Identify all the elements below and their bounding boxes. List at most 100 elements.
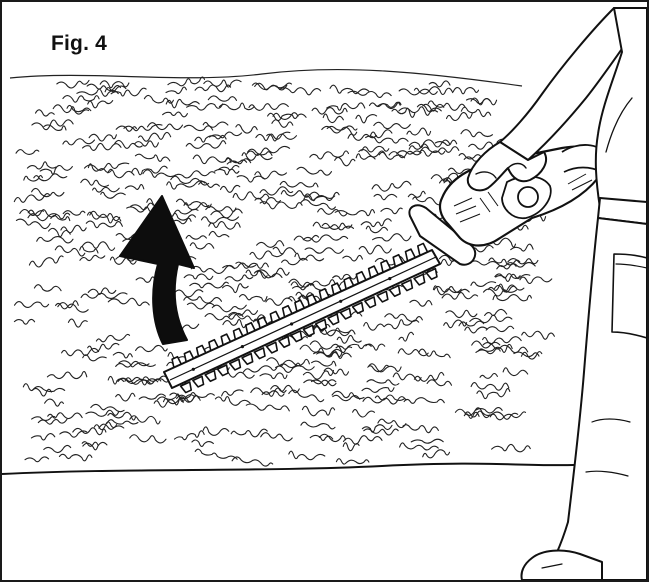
foliage-squiggle	[242, 365, 278, 373]
foliage-squiggle	[302, 369, 335, 380]
foliage-squiggle	[363, 428, 399, 436]
foliage-squiggle	[311, 279, 352, 287]
operator-hand	[466, 141, 548, 192]
foliage-squiggle	[408, 143, 430, 150]
foliage-squiggle	[58, 453, 93, 462]
foliage-squiggle	[398, 106, 439, 116]
foliage-squiggle	[62, 138, 96, 146]
foliage-squiggle	[373, 193, 398, 201]
foliage-squiggle	[323, 367, 350, 376]
curved-up-arrow-icon	[119, 195, 195, 345]
foliage-squiggle	[218, 102, 255, 111]
foliage-squiggle	[143, 94, 174, 104]
foliage-squiggle	[482, 288, 518, 297]
foliage-squiggle	[167, 76, 206, 87]
foliage-squiggle	[358, 149, 387, 158]
blade-tooth-lower	[192, 375, 205, 388]
foliage-squiggle	[81, 441, 99, 447]
foliage-squiggle	[115, 360, 150, 368]
foliage-squiggle	[312, 221, 355, 231]
foliage-squiggle	[247, 148, 273, 156]
foliage-squiggle	[107, 411, 136, 421]
foliage-squiggle	[363, 321, 385, 331]
foliage-squiggle	[186, 302, 216, 310]
foliage-squiggle	[115, 125, 137, 132]
foliage-squiggle	[360, 218, 392, 228]
foliage-squiggle	[228, 309, 259, 316]
foliage-squiggle	[190, 264, 235, 274]
foliage-squiggle	[410, 438, 444, 444]
foliage-squiggle	[368, 101, 402, 110]
foliage-squiggle	[502, 367, 529, 377]
foliage-squiggle	[15, 218, 51, 230]
foliage-squiggle	[366, 379, 400, 386]
foliage-squiggle	[95, 333, 131, 343]
foliage-squiggle	[464, 326, 488, 334]
foliage-squiggle	[377, 418, 407, 429]
foliage-squiggle	[13, 318, 36, 325]
foliage-squiggle	[104, 85, 127, 93]
foliage-squiggle	[83, 162, 130, 171]
foliage-squiggle	[479, 372, 498, 379]
foliage-squiggle	[130, 202, 154, 211]
operator-figure	[466, 7, 647, 580]
figure-label: Fig. 4	[51, 32, 108, 55]
foliage-squiggle	[426, 379, 453, 387]
trouser-pocket	[611, 253, 647, 339]
foliage-squiggle	[259, 372, 288, 380]
foliage-squiggle	[107, 168, 135, 179]
foliage-squiggle	[62, 210, 86, 216]
blade-tooth-lower	[179, 381, 193, 394]
foliage-squiggle	[403, 397, 445, 404]
foliage-squiggle	[82, 354, 107, 362]
foliage-squiggle	[39, 164, 73, 175]
foliage-squiggle	[303, 379, 337, 387]
foliage-squiggle	[300, 199, 336, 210]
blade-tooth-lower	[413, 273, 426, 286]
foliage-squiggle	[183, 296, 223, 304]
foliage-squiggle	[204, 312, 244, 321]
foliage-squiggle	[342, 435, 383, 445]
foliage-squiggle	[520, 351, 543, 360]
foliage-squiggle	[124, 184, 145, 191]
foliage-squiggle	[28, 255, 64, 268]
foliage-squiggle	[253, 270, 283, 279]
foliage-squiggle	[81, 241, 116, 251]
operator-belt	[597, 197, 647, 225]
foliage-squiggle	[293, 234, 320, 242]
foliage-squiggle	[241, 152, 273, 161]
foliage-squiggle	[224, 274, 254, 282]
foliage-squiggle	[270, 384, 300, 394]
foliage-squiggle	[72, 427, 107, 436]
blade-tooth-lower	[204, 369, 217, 383]
foliage-squiggle	[413, 86, 454, 96]
blade-rivet	[339, 299, 343, 303]
foliage-squiggle	[142, 169, 177, 178]
foliage-squiggle	[422, 449, 451, 459]
foliage-squiggle	[185, 140, 227, 149]
foliage-squiggle	[231, 456, 274, 467]
foliage-squiggle	[114, 139, 143, 149]
foliage-squiggle	[316, 351, 352, 359]
foliage-squiggle	[249, 250, 284, 260]
foliage-squiggle	[302, 234, 349, 243]
foliage-squiggle	[352, 409, 376, 418]
foliage-squiggle	[259, 201, 303, 210]
foliage-squiggle	[248, 103, 289, 111]
foliage-squiggle	[106, 419, 139, 425]
blade-tooth-lower	[265, 341, 279, 354]
blade-tooth-lower	[253, 347, 266, 360]
blade-center-line	[169, 256, 437, 381]
foliage-squiggle	[458, 320, 485, 327]
foliage-squiggle	[482, 342, 529, 354]
foliage-squiggle	[367, 364, 390, 373]
foliage-squiggle	[80, 178, 110, 188]
foliage-squiggle	[43, 124, 67, 132]
foliage-squiggle	[185, 234, 207, 240]
foliage-squiggle	[468, 138, 507, 150]
foliage-squiggle	[33, 173, 68, 182]
foliage-squiggle	[66, 104, 92, 113]
foliage-squiggle	[311, 360, 337, 367]
foliage-squiggle	[470, 281, 497, 288]
